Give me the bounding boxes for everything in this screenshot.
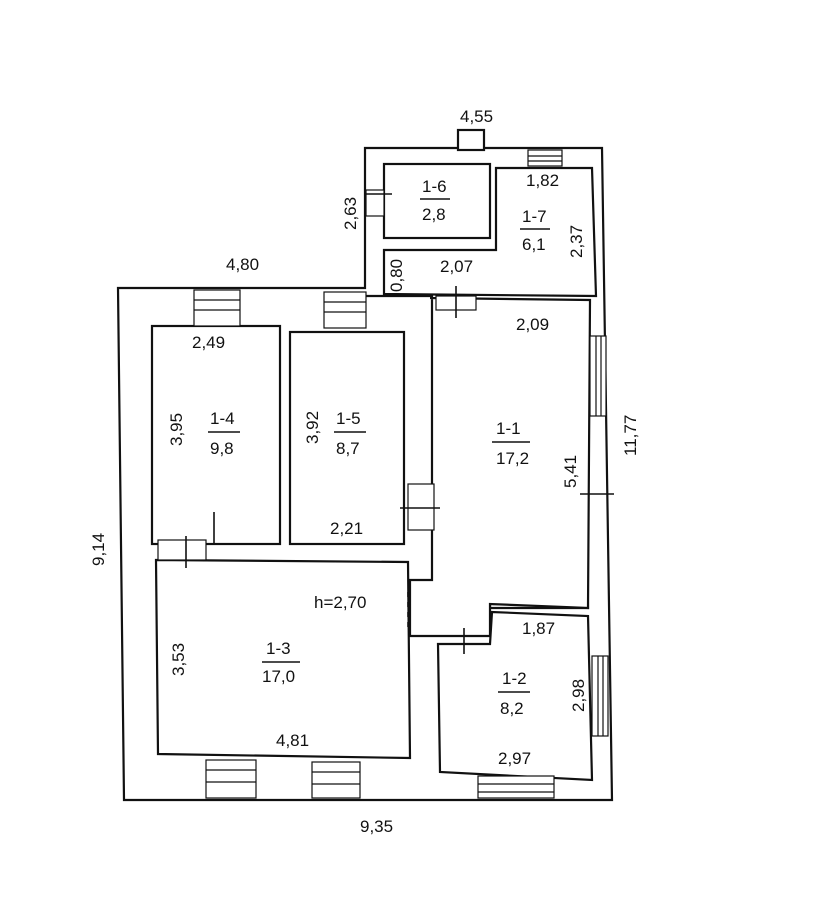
room-1-1-area: 17,2: [496, 449, 529, 468]
room-1-3-id: 1-3: [266, 639, 291, 658]
window: [591, 655, 609, 737]
door: [407, 483, 435, 531]
window: [477, 775, 555, 799]
room-1-5: [288, 330, 406, 546]
room-1-4: [150, 324, 282, 546]
window: [311, 761, 361, 799]
room-1-2-area: 8,2: [500, 699, 524, 718]
room-1-2: [436, 610, 594, 782]
dim-1-3-bottom: 4,81: [276, 731, 309, 750]
room-1-6-id: 1-6: [422, 177, 447, 196]
room-1-4-id: 1-4: [210, 409, 235, 428]
window: [589, 335, 607, 417]
dim-1-5-height: 3,92: [303, 411, 322, 444]
room-1-1-id: 1-1: [496, 419, 521, 438]
dim-top-right: 4,55: [460, 107, 493, 126]
room-1-3: [154, 558, 412, 760]
door: [157, 539, 207, 561]
dim-left: 9,14: [89, 533, 108, 566]
dim-1-2-height: 2,98: [569, 679, 588, 712]
dim-1-4-width: 2,49: [192, 333, 225, 352]
room-1-5-id: 1-5: [336, 409, 361, 428]
room-1-6-area: 2,8: [422, 205, 446, 224]
room-1-5-area: 8,7: [336, 439, 360, 458]
window: [193, 289, 241, 327]
dim-bottom: 9,35: [360, 817, 393, 836]
window: [527, 149, 563, 167]
dim-1-3-height: 3,53: [169, 643, 188, 676]
ceiling-height: h=2,70: [314, 593, 366, 612]
dim-right: 11,77: [621, 415, 640, 456]
dim-1-2-width: 1,87: [522, 619, 555, 638]
dim-1-7-width: 1,82: [526, 171, 559, 190]
dim-1-2-bottom: 2,97: [498, 749, 531, 768]
dim-1-6-side: 2,63: [341, 197, 360, 230]
room-1-6: [382, 162, 492, 240]
room-1-4-area: 9,8: [210, 439, 234, 458]
window: [365, 189, 385, 217]
chimney-bump: [456, 128, 486, 152]
room-1-7-area: 6,1: [522, 235, 546, 254]
dim-top-left: 4,80: [226, 255, 259, 274]
room-1-3-area: 17,0: [262, 667, 295, 686]
dim-1-1-height: 5,41: [561, 455, 580, 488]
room-1-7: [382, 166, 598, 298]
dim-1-1-width: 2,09: [516, 315, 549, 334]
dim-1-5-bottom: 2,21: [330, 519, 363, 538]
dim-corridor-width: 2,07: [440, 257, 473, 276]
window: [323, 291, 367, 329]
room-1-7-id: 1-7: [522, 207, 547, 226]
hall: [366, 294, 592, 638]
dim-corridor-height: 0,80: [387, 259, 406, 292]
dim-1-4-height: 3,95: [167, 413, 186, 446]
window: [205, 759, 257, 799]
room-1-2-id: 1-2: [502, 669, 527, 688]
dim-1-7-height: 2,37: [567, 225, 586, 258]
